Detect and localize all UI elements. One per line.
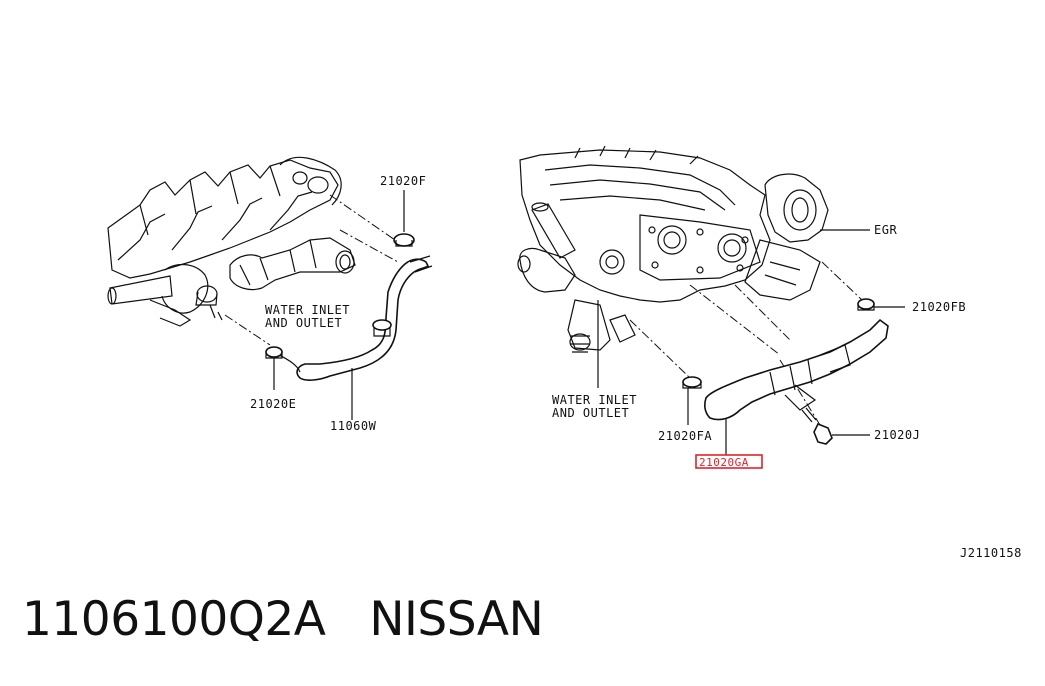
diagram-code: J2110158 <box>960 546 1022 560</box>
label-21020e[interactable]: 21020E <box>250 397 296 411</box>
label-21020fa[interactable]: 21020FA <box>658 429 712 443</box>
label-21020fb[interactable]: 21020FB <box>912 300 966 314</box>
left-engine-assembly <box>107 156 433 420</box>
part-number: 1106100Q2A <box>22 592 326 647</box>
bolt-21020j-icon[interactable] <box>801 407 870 445</box>
label-21020f[interactable]: 21020F <box>380 174 426 188</box>
hose-21020ga[interactable] <box>704 318 889 455</box>
label-water-inlet-right: WATER INLET <box>552 393 637 407</box>
footer-part-info: 1106100Q2A NISSAN <box>22 592 544 647</box>
label-and-outlet-left: AND OUTLET <box>265 316 342 330</box>
highlight-box <box>695 454 763 469</box>
clip-21020fa-icon[interactable] <box>682 376 702 425</box>
label-21020ga[interactable]: 21020GA <box>699 456 749 469</box>
label-and-outlet-right: AND OUTLET <box>552 406 629 420</box>
clip-21020f-icon[interactable] <box>393 190 415 247</box>
right-engine-assembly <box>517 145 905 455</box>
hose-11060w[interactable] <box>273 255 433 420</box>
label-water-inlet-left: WATER INLET <box>265 303 350 317</box>
label-egr: EGR <box>874 223 897 237</box>
clip-21020e-icon[interactable] <box>265 346 283 390</box>
label-21020j[interactable]: 21020J <box>874 428 920 442</box>
brand-name: NISSAN <box>369 592 544 647</box>
label-11060w[interactable]: 11060W <box>330 419 377 433</box>
clip-21020fb-icon[interactable] <box>857 298 905 311</box>
